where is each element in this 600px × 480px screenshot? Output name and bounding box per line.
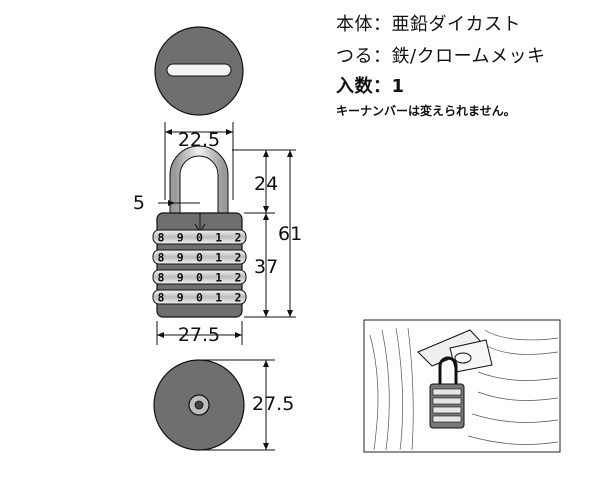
dial-digit: 9 — [177, 251, 184, 265]
dimension-arrows — [157, 129, 293, 450]
arrow-head — [263, 213, 269, 220]
dial-digit: 1 — [215, 291, 222, 305]
dim-bottom-diameter-label: 27.5 — [252, 393, 294, 415]
arrow-head — [263, 206, 269, 213]
spec-shackle-value: 鉄/クロームメッキ — [391, 46, 546, 67]
usage-lock-dials — [432, 388, 462, 423]
arrow-head — [263, 310, 269, 317]
dial-digit: 2 — [235, 231, 242, 245]
dial-ring[interactable] — [152, 289, 247, 305]
dial-digit: 1 — [215, 231, 222, 245]
padlock-top-view-icon — [154, 26, 244, 116]
hasp-staple — [449, 339, 493, 373]
dial-ring[interactable] — [152, 249, 247, 265]
spec-body-value: 亜鉛ダイカスト — [391, 14, 521, 35]
dial-digit: 1 — [215, 251, 222, 265]
spec-quantity: 入数：1 — [336, 72, 405, 98]
arrow-head — [165, 129, 172, 135]
dial-digit: 9 — [177, 271, 184, 285]
spec-key-note: キーナンバーは変えられません。 — [336, 104, 516, 118]
dial-digit: 8 — [158, 291, 165, 305]
arrow-head — [287, 310, 293, 317]
dial-digit: 0 — [196, 271, 203, 285]
spec-shackle-material: つる：鉄/クロームメッキ — [336, 42, 546, 68]
arrow-head — [263, 443, 269, 450]
dial-digit: 9 — [177, 231, 184, 245]
usage-shackle — [438, 356, 458, 386]
door-texture — [369, 327, 559, 451]
spec-body-label: 本体 — [336, 14, 373, 35]
top-view-shackle-slot — [166, 63, 232, 77]
padlock-bottom-view-icon — [153, 359, 245, 451]
arrow-head — [168, 200, 175, 206]
dial-digit: 2 — [235, 291, 242, 305]
dim-thickness-label: 5 — [133, 192, 145, 214]
dimension-lines — [156, 122, 296, 451]
dim-total-height-label: 61 — [278, 223, 302, 245]
dial-ring[interactable] — [152, 269, 247, 285]
arrow-head — [263, 360, 269, 367]
hasp-loop — [454, 352, 472, 364]
arrow-head — [263, 150, 269, 157]
arrow-head — [157, 332, 164, 338]
dial-digit: 0 — [196, 251, 203, 265]
spec-separator: ： — [373, 14, 392, 35]
dim-body-height-label: 37 — [254, 256, 278, 278]
arrow-head — [287, 150, 293, 157]
dim-shackle-width-label: 22.5 — [178, 129, 220, 151]
arrow-head — [235, 332, 242, 338]
spec-separator: ： — [373, 46, 392, 67]
dim-body-width-label: 27.5 — [178, 324, 220, 346]
spec-qty-label: 入数 — [336, 76, 373, 97]
spec-qty-value: 1 — [391, 76, 405, 97]
spec-shackle-label: つる — [336, 46, 373, 67]
dial-digit: 8 — [158, 251, 165, 265]
spec-separator: ： — [373, 76, 392, 97]
spec-body-material: 本体：亜鉛ダイカスト — [336, 10, 521, 36]
padlock-usage-illustration-icon — [363, 319, 561, 453]
dial-digit: 9 — [177, 291, 184, 305]
dial-digit: 0 — [196, 231, 203, 245]
dial-digit: 2 — [235, 271, 242, 285]
dial-digit: 8 — [158, 231, 165, 245]
arrow-head — [226, 129, 233, 135]
reset-hole-center — [194, 400, 204, 410]
dial-ring[interactable] — [152, 229, 247, 245]
dial-digit: 1 — [215, 271, 222, 285]
dial-digit: 2 — [235, 251, 242, 265]
dial-digit: 8 — [158, 271, 165, 285]
shackle — [170, 146, 228, 213]
dim-shackle-height-label: 24 — [254, 173, 278, 195]
dial-digit: 0 — [196, 291, 203, 305]
